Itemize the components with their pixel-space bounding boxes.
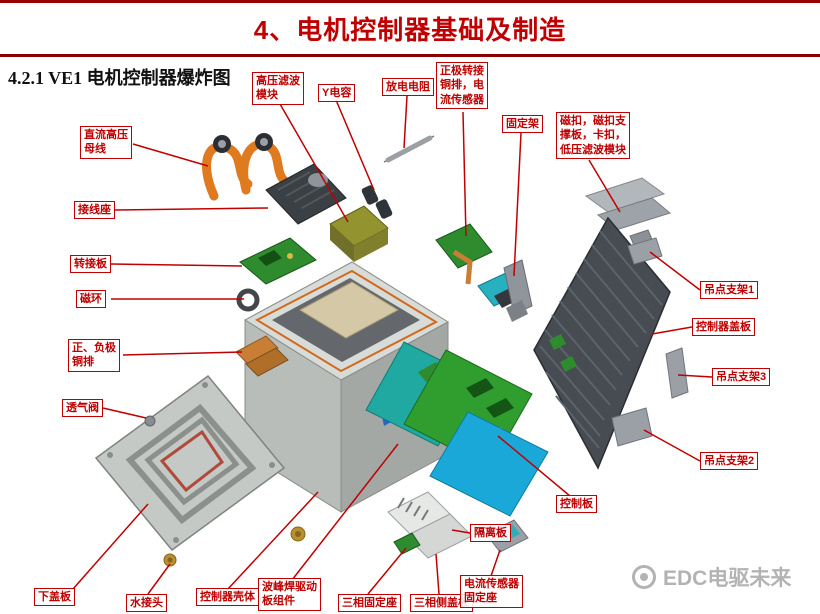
part-label-dc-hv-busbar: 直流高压 母线 (80, 126, 132, 159)
part-bottom-cover-plate (94, 374, 286, 552)
title-divider (0, 54, 820, 57)
part-copper-busbars (235, 335, 289, 377)
part-label-positive-busbar-current-sensor: 正极转接 铜排，电 流传感器 (436, 62, 488, 109)
part-adapter-board-pcb (239, 237, 317, 285)
part-blue-plate (429, 411, 549, 517)
part-label-current-sensor-fixing-seat: 电流传感器 固定座 (460, 575, 523, 608)
part-label-terminal-block: 接线座 (74, 201, 115, 220)
section-subtitle: 4.2.1 VE1 电机控制器爆炸图 (8, 68, 231, 88)
part-label-water-connector: 水接头 (126, 594, 167, 613)
part-label-magnetic-ring: 磁环 (76, 290, 106, 309)
part-controller-cover-plate (533, 216, 671, 470)
part-dc-hv-cable (202, 133, 291, 201)
watermark-text: EDC电驱未来 (663, 567, 792, 590)
part-label-controller-housing: 控制器壳体 (196, 588, 259, 607)
page-title: 4、电机控制器基础及制造 (253, 15, 567, 45)
part-three-phase-fixing-seat (393, 532, 421, 555)
part-magnet-clip-plates (584, 177, 672, 251)
leader-lines (72, 95, 713, 595)
part-label-controller-cover: 控制器盖板 (692, 318, 755, 337)
part-three-phase-module (387, 491, 455, 539)
part-label-bottom-cover: 下盖板 (34, 588, 75, 607)
part-label-discharge-resistor: 放电电阻 (382, 78, 434, 97)
part-water-connector-fitting (163, 553, 177, 567)
part-label-breather-valve: 透气阀 (62, 399, 103, 418)
part-lifting-bracket-1 (627, 237, 663, 265)
part-label-hv-filter-module: 高压滤波 模块 (252, 72, 304, 105)
part-label-wave-solder-driver-board: 波峰焊驱动 板组件 (258, 578, 321, 611)
part-label-three-phase-fixing-seat: 三相固定座 (338, 594, 401, 613)
part-hv-filter-module-block (329, 205, 389, 262)
top-red-rule (0, 0, 820, 3)
part-label-y-capacitor: Y电容 (318, 84, 356, 103)
part-fixing-bracket (503, 259, 533, 322)
part-y-capacitors (361, 185, 393, 219)
part-label-lifting-bracket-2: 吊点支架2 (700, 452, 759, 471)
part-magnetic-ring (236, 288, 260, 312)
part-label-pos-neg-copper-busbar: 正、负极 铜排 (68, 339, 120, 372)
part-label-adapter-board: 转接板 (70, 255, 111, 274)
part-terminal-block-assembly (265, 163, 347, 225)
part-label-fixing-bracket: 固定架 (502, 115, 543, 134)
part-discharge-resistor-rod (383, 135, 435, 163)
watermark: EDC电驱未来 (632, 562, 791, 592)
part-lifting-bracket-3 (665, 347, 689, 399)
part-label-isolation-board: 隔离板 (470, 524, 511, 543)
part-label-control-board: 控制板 (556, 495, 597, 514)
part-lifting-bracket-2 (611, 407, 653, 447)
part-label-magnet-clip-lv-filter: 磁扣，磁扣支 撑板，卡扣， 低压滤波模块 (556, 112, 630, 159)
watermark-logo-icon (632, 565, 656, 589)
part-label-lifting-bracket-3: 吊点支架3 (712, 368, 771, 387)
part-label-lifting-bracket-1: 吊点支架1 (700, 281, 759, 300)
